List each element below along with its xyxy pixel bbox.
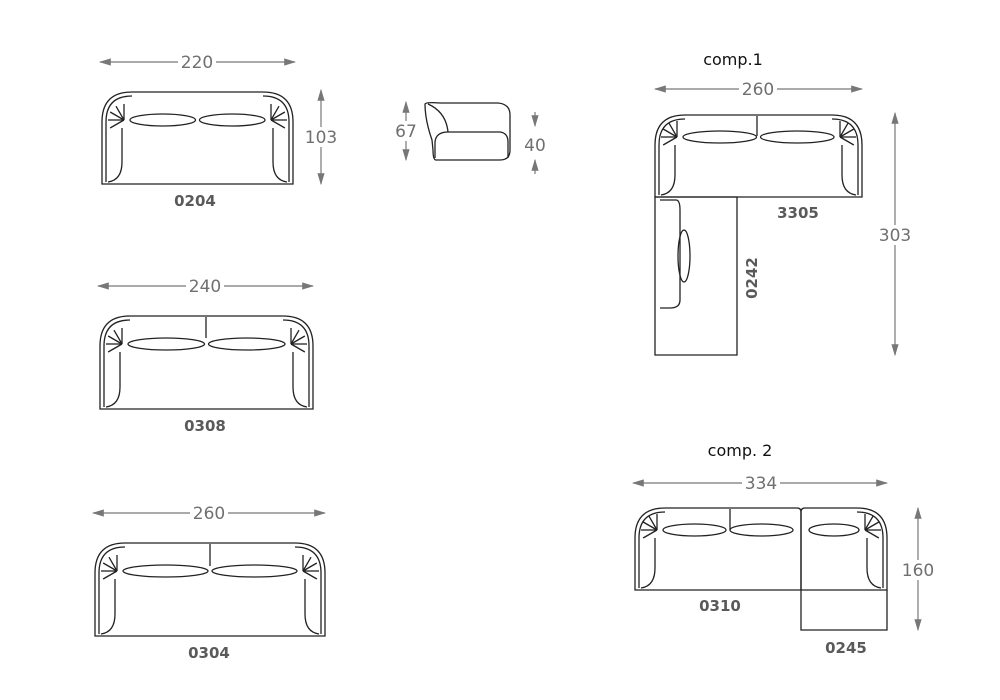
width-label-0204: 220 — [181, 53, 213, 73]
depth-label-comp2: 160 — [902, 561, 934, 581]
sofa-0308 — [99, 315, 314, 410]
sofa-0310 — [634, 507, 802, 591]
sofa-0245-back — [800, 507, 888, 591]
model-code-0304: 0304 — [188, 644, 230, 662]
sofa-3305 — [654, 114, 863, 198]
model-code-0204: 0204 — [174, 192, 216, 210]
back-cushion — [729, 523, 794, 537]
dimension-lines — [91, 58, 922, 632]
width-label-0308: 240 — [189, 277, 221, 297]
side-view-sofa — [424, 102, 511, 161]
model-code-0308: 0308 — [184, 417, 226, 435]
width-label-comp2: 334 — [745, 474, 777, 494]
model-code-0245: 0245 — [825, 639, 867, 657]
depth-label-comp1: 303 — [879, 226, 911, 246]
sofa-drawings — [94, 91, 888, 637]
back-cushion — [211, 564, 298, 578]
comp2-title: comp. 2 — [708, 441, 773, 460]
back-cushion — [682, 130, 758, 144]
model-code-0242: 0242 — [743, 257, 761, 299]
seat-height-label: 40 — [524, 136, 546, 156]
sofa-0304 — [94, 542, 326, 637]
height-label: 67 — [395, 122, 417, 142]
width-label-comp1: 260 — [742, 80, 774, 100]
back-cushion — [808, 523, 860, 537]
back-cushion — [129, 113, 197, 127]
back-cushion — [122, 564, 209, 578]
back-cushion — [198, 113, 266, 127]
comp1-title: comp.1 — [703, 50, 763, 69]
back-cushion — [662, 523, 727, 537]
model-code-0310: 0310 — [699, 597, 741, 615]
model-code-3305: 3305 — [777, 204, 819, 222]
dimension-labels: 220 103 240 260 67 40 260 303 334 160 — [178, 52, 936, 581]
back-cushion — [127, 337, 206, 351]
sofa-0204 — [101, 91, 294, 185]
back-cushion — [207, 337, 286, 351]
depth-label-0204: 103 — [305, 128, 337, 148]
back-cushion — [759, 130, 835, 144]
width-label-0304: 260 — [193, 504, 225, 524]
